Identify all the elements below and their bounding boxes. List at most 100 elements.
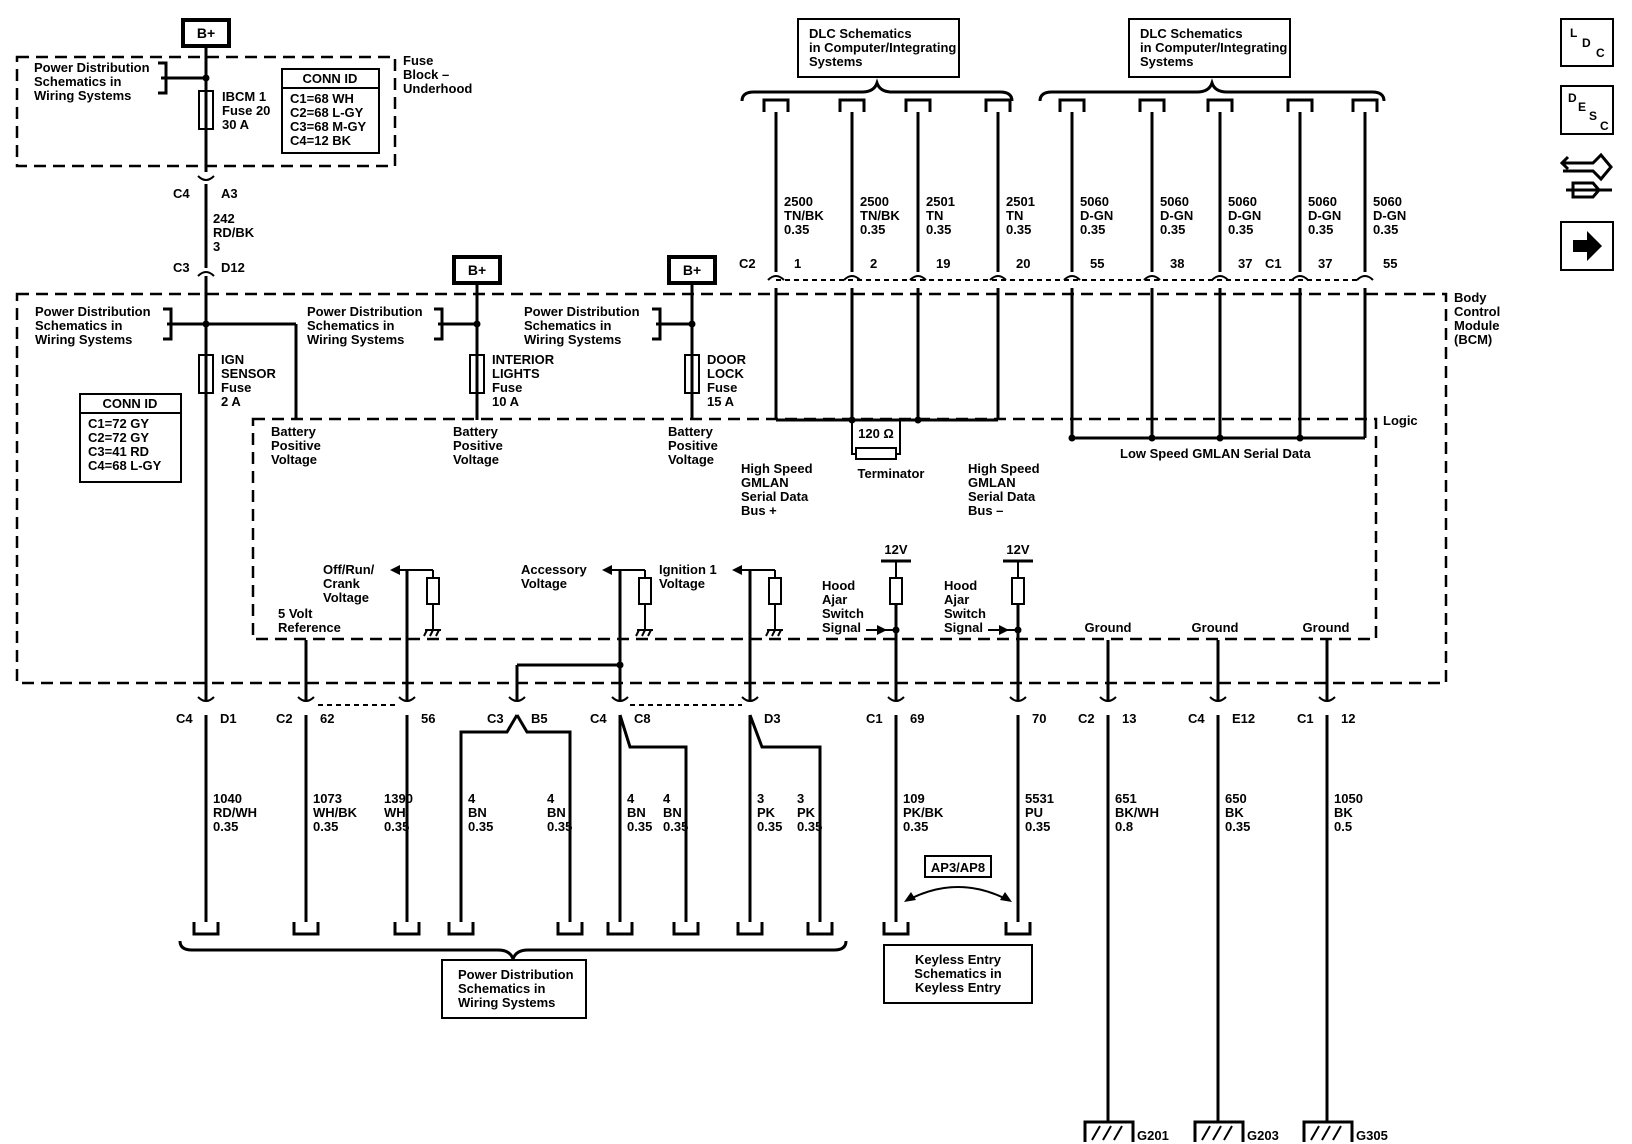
pin-label: 69	[910, 711, 924, 726]
battery-voltage-label: Voltage	[271, 452, 317, 467]
ap3-ap8-label: AP3/AP8	[931, 860, 985, 875]
ldc-letter: C	[1596, 46, 1605, 60]
hs-gmlan-minus-label: High Speed	[968, 461, 1040, 476]
connector-label: C3	[487, 711, 504, 726]
wire-circuit: 242	[213, 211, 235, 226]
pin-label: 13	[1122, 711, 1136, 726]
wire-terminal	[1004, 922, 1032, 936]
wire-size: 0.35	[903, 819, 928, 834]
accessory-input: Accessory Voltage	[521, 562, 653, 700]
wire-size: 0.35	[860, 222, 885, 237]
wire-color: TN	[926, 208, 943, 223]
fuse-ibcm-rating: 30 A	[222, 117, 250, 132]
power-dist-line2: Schematics in	[35, 318, 122, 333]
power-dist-line3: Wiring Systems	[458, 995, 555, 1010]
hood-ajar-label: Hood	[822, 578, 855, 593]
pin-label: A3	[221, 186, 238, 201]
ground-symbols: G201 G203 G305	[1083, 1120, 1388, 1143]
dlc-line: in Computer/Integrating	[809, 40, 956, 55]
wire-circuit: 2500	[784, 194, 813, 209]
keyless-entry-line: Keyless Entry	[915, 952, 1002, 967]
conn-id-title: CONN ID	[103, 396, 158, 411]
wire-circuit: 5060	[1080, 194, 1109, 209]
b-plus-label: B+	[197, 25, 215, 41]
power-dist-line1: Power Distribution	[34, 60, 150, 75]
pin-label: B5	[531, 711, 548, 726]
wire-size: 0.35	[627, 819, 652, 834]
wire-size: 3	[213, 239, 220, 254]
bcm-connector-terminal: 56	[398, 696, 435, 726]
keyless-entry-line: Schematics in	[914, 966, 1001, 981]
next-page-button[interactable]	[1560, 221, 1614, 271]
power-dist-line3: Wiring Systems	[34, 88, 131, 103]
ground-label: Ground	[1303, 620, 1350, 635]
battery-voltage-label: Battery	[453, 424, 499, 439]
power-dist-line2: Schematics in	[307, 318, 394, 333]
dlc-line: Systems	[1140, 54, 1193, 69]
arrow-right-icon	[1573, 231, 1602, 261]
hs-gmlan-plus-label: Serial Data	[741, 489, 809, 504]
connector-label: C2	[1078, 711, 1095, 726]
ground-label: Ground	[1192, 620, 1239, 635]
wire-terminal	[606, 922, 634, 936]
fuse-label: 2 A	[221, 394, 241, 409]
hood-ajar-input-1: 12V Hood Ajar Switch Signal	[822, 542, 911, 700]
wire-size: 0.35	[757, 819, 782, 834]
wire-size: 0.35	[1225, 819, 1250, 834]
wire-circuit: 4	[547, 791, 555, 806]
ground-name: G201	[1137, 1128, 1169, 1143]
ldc-letter: L	[1570, 26, 1577, 40]
desc-letter: S	[1589, 109, 1597, 123]
connector-label: C1	[1265, 256, 1282, 271]
bottom-wire-labels: 1040RD/WH0.351073WH/BK0.351390WH0.354BN0…	[213, 791, 1363, 834]
bcm-label: Body	[1454, 290, 1487, 305]
dlc-box	[1128, 18, 1291, 78]
logic-label: Logic	[1383, 413, 1418, 428]
bottom-wiring	[204, 714, 1329, 1122]
bcm-connector-terminal: C2 13	[1078, 696, 1136, 726]
fuse-ibcm-number: Fuse 20	[222, 103, 270, 118]
wire-circuit: 2501	[1006, 194, 1035, 209]
feed-wire-242: C4 A3 242 RD/BK 3 C3 D12	[173, 175, 255, 277]
wire-color: TN/BK	[860, 208, 900, 223]
ldc-button[interactable]: L D C	[1560, 18, 1614, 67]
hood-ajar-label: Ajar	[944, 592, 969, 607]
wire-circuit: 651	[1115, 791, 1137, 806]
pin-label: C8	[634, 711, 651, 726]
desc-button[interactable]: D E S C	[1560, 85, 1614, 135]
wire-size: 0.35	[1160, 222, 1185, 237]
connector-icon[interactable]	[1559, 152, 1613, 199]
terminator-resistor	[855, 447, 897, 460]
power-dist-line1: Power Distribution	[458, 967, 574, 982]
wire-circuit: 3	[797, 791, 804, 806]
wire-circuit: 5060	[1228, 194, 1257, 209]
wire-circuit: 5531	[1025, 791, 1054, 806]
terminator-value: 120 Ω	[858, 426, 894, 441]
connector-label: C4	[1188, 711, 1205, 726]
wire-circuit: 4	[627, 791, 635, 806]
ground-name: G203	[1247, 1128, 1279, 1143]
wire-size: 0.35	[213, 819, 238, 834]
wire-color: TN	[1006, 208, 1023, 223]
wire-terminal	[292, 922, 320, 936]
pin-label: 12	[1341, 711, 1355, 726]
fuse-label: Fuse	[221, 380, 251, 395]
connector-label: C2	[276, 711, 293, 726]
power-dist-line3: Wiring Systems	[307, 332, 404, 347]
power-dist-bottom-box	[441, 959, 587, 1019]
dlc-line: Systems	[809, 54, 862, 69]
ignition1-voltage-label: Voltage	[659, 576, 705, 591]
pin-label: 70	[1032, 711, 1046, 726]
bcm-label: Module	[1454, 318, 1500, 333]
